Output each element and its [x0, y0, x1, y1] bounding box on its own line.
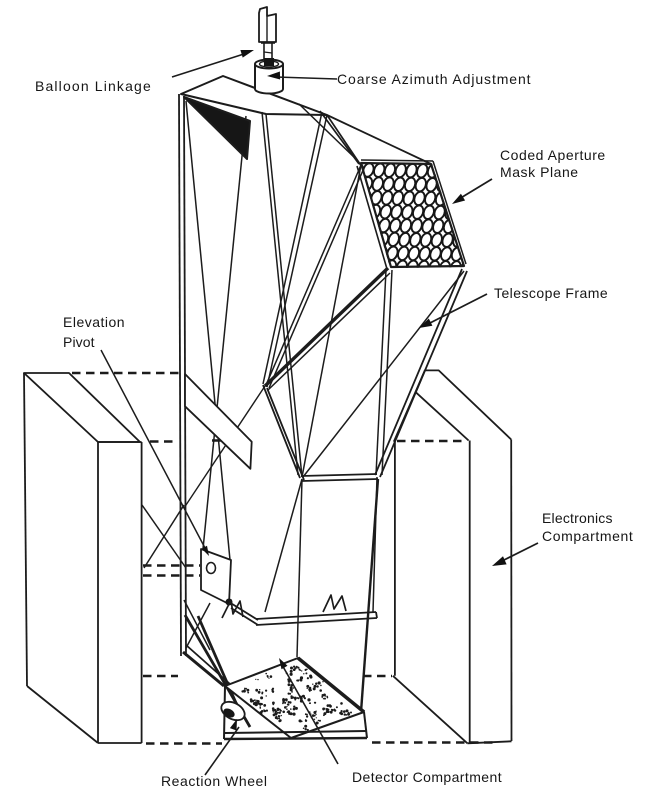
svg-text:Mask Plane: Mask Plane: [500, 164, 579, 180]
svg-text:Coarse Azimuth Adjustment: Coarse Azimuth Adjustment: [337, 71, 531, 87]
svg-text:Compartment: Compartment: [542, 528, 633, 544]
svg-text:Electronics: Electronics: [542, 510, 613, 526]
svg-text:Elevation: Elevation: [63, 314, 125, 330]
svg-text:Telescope Frame: Telescope Frame: [494, 285, 608, 301]
svg-text:Reaction Wheel: Reaction Wheel: [161, 773, 268, 789]
svg-text:Coded Aperture: Coded Aperture: [500, 147, 606, 163]
svg-text:Pivot: Pivot: [63, 334, 95, 350]
svg-text:Balloon Linkage: Balloon Linkage: [35, 78, 152, 94]
svg-text:Detector Compartment: Detector Compartment: [352, 769, 502, 785]
